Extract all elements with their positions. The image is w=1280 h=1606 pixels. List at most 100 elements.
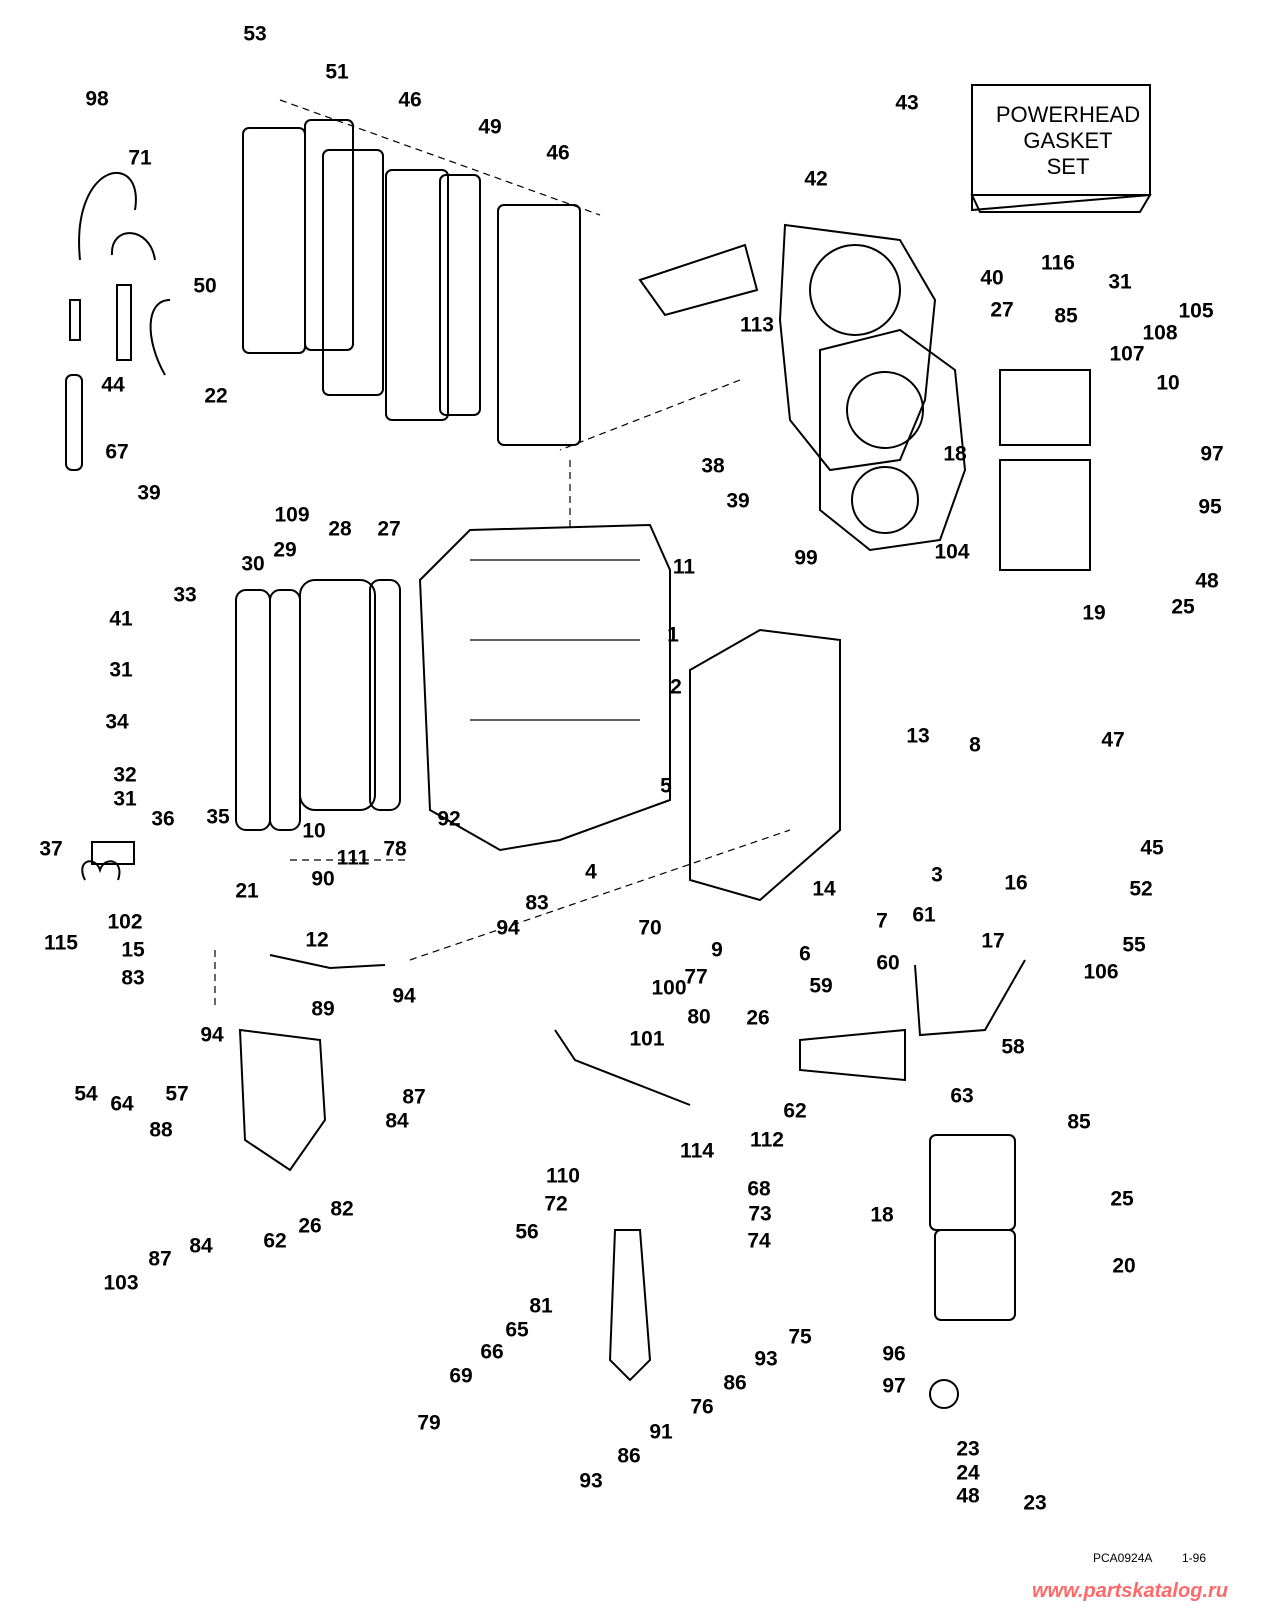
cylinder-block [418,523,671,852]
callout-6: 6 [799,943,811,966]
callout-27: 27 [377,518,400,541]
callout-29: 29 [273,539,296,562]
hose [78,172,137,261]
callout-51: 51 [325,61,349,84]
callout-47: 47 [1101,729,1124,752]
callout-97: 97 [882,1375,905,1398]
callout-48: 48 [956,1485,980,1508]
part-drawings [65,84,1152,1409]
callout-63: 63 [950,1085,973,1108]
callout-12: 12 [305,929,328,952]
fitting [91,841,135,865]
callout-48: 48 [1195,570,1219,593]
exhaust-cover [999,369,1091,446]
callout-25: 25 [1110,1188,1134,1211]
callout-78: 78 [383,838,407,861]
cylinder-head [778,223,937,472]
knob [929,1379,959,1409]
callout-38: 38 [701,455,725,478]
callout-69: 69 [449,1365,472,1388]
callout-55: 55 [1122,934,1146,957]
callout-11: 11 [673,556,696,579]
intake-manifold [929,1134,1016,1231]
callout-76: 76 [690,1396,713,1419]
callout-86: 86 [617,1445,640,1468]
callout-101: 101 [629,1028,664,1051]
callout-22: 22 [204,385,227,408]
exhaust-cover [999,459,1091,571]
callout-27: 27 [990,299,1013,322]
callout-81: 81 [529,1295,553,1318]
bracket [799,1028,906,1082]
callout-2: 2 [670,676,682,699]
callout-46: 46 [546,142,569,165]
callout-23: 23 [1023,1492,1046,1515]
callout-52: 52 [1129,878,1152,901]
callout-106: 106 [1083,961,1118,984]
callout-94: 94 [200,1024,224,1047]
fitting [69,299,81,341]
callout-14: 14 [812,878,836,901]
callout-104: 104 [934,541,969,564]
callout-64: 64 [110,1093,134,1116]
callout-45: 45 [1140,837,1164,860]
callout-99: 99 [794,547,817,570]
link-rod [269,954,386,970]
gasket [269,589,301,831]
callout-39: 39 [137,482,160,505]
bracket [238,1028,327,1172]
callout-49: 49 [478,116,501,139]
callout-103: 103 [103,1272,138,1295]
powerhead-gasket-set-box [970,84,1152,213]
callout-77: 77 [684,966,707,989]
link-rod [914,959,1026,1037]
callout-20: 20 [1112,1255,1135,1278]
callout-111: 111 [337,847,370,870]
callout-30: 30 [241,553,264,576]
gasket [439,174,481,416]
callout-112: 112 [750,1129,784,1152]
callout-18: 18 [870,1204,894,1227]
callout-23: 23 [956,1438,979,1461]
callout-67: 67 [105,441,128,464]
callout-102: 102 [107,911,142,934]
callout-75: 75 [788,1326,812,1349]
gasket [497,204,581,446]
callout-90: 90 [311,868,334,891]
hose [149,299,171,376]
callout-89: 89 [311,998,334,1021]
callout-21: 21 [235,880,259,903]
callout-31: 31 [1108,271,1132,294]
kit-box-line-3: SET [1047,154,1090,179]
callout-59: 59 [809,975,832,998]
callout-28: 28 [328,518,352,541]
callout-88: 88 [149,1119,173,1142]
gasket [235,589,271,831]
hose [116,284,132,361]
callout-31: 31 [109,659,133,682]
callout-62: 62 [263,1230,286,1253]
callout-83: 83 [525,892,548,915]
gasket [369,579,401,811]
callout-92: 92 [437,808,460,831]
callout-73: 73 [748,1203,771,1226]
link-rod [554,1029,691,1106]
callout-4: 4 [585,861,597,884]
callout-110: 110 [546,1165,580,1188]
callout-19: 19 [1082,602,1105,625]
kit-box-line-2: GASKET [1023,128,1112,153]
callout-43: 43 [895,92,918,115]
callout-107: 107 [1109,343,1144,366]
callout-83: 83 [121,967,144,990]
intake-manifold [934,1229,1016,1321]
callout-32: 32 [113,764,136,787]
revision: 1-96 [1182,1551,1206,1565]
callout-41: 41 [109,608,133,631]
callout-50: 50 [193,275,216,298]
clip [81,860,121,881]
reed-plate [304,119,354,351]
callout-1: 1 [667,624,679,647]
callout-113: 113 [740,314,774,337]
callout-53: 53 [243,23,266,46]
